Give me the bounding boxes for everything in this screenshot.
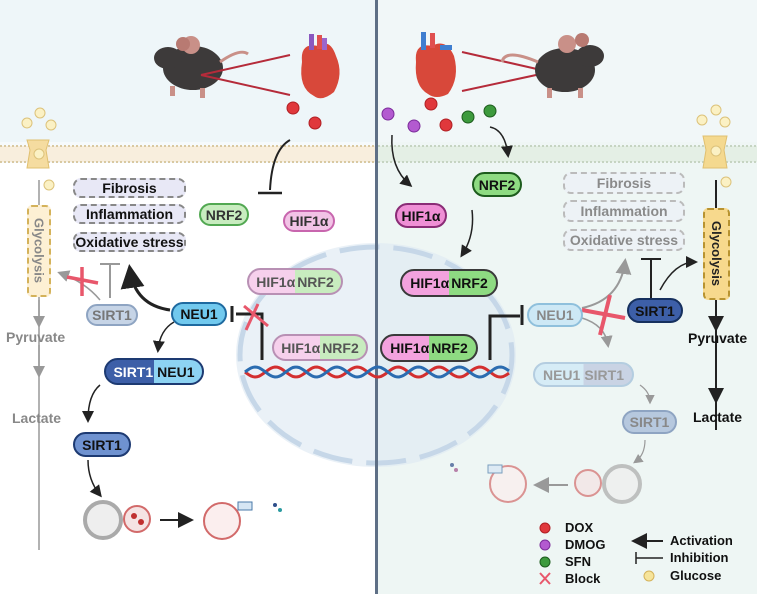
legend-inhibition-label: Inhibition bbox=[670, 550, 729, 565]
complex-sirt1: SIRT1 bbox=[584, 366, 625, 383]
complex-nrf2: NRF2 bbox=[322, 339, 359, 356]
legend-glucose-label: Glucose bbox=[670, 568, 722, 583]
neu1-protein-faded: NEU1 bbox=[527, 303, 583, 327]
nrf2-protein: NRF2 bbox=[472, 172, 522, 197]
neu1-protein: NEU1 bbox=[171, 302, 227, 326]
legend-sfn-label: SFN bbox=[565, 554, 591, 569]
heart-icon bbox=[415, 32, 456, 97]
outcome-oxidative-stress: Oxidative stress bbox=[73, 232, 186, 252]
sirt1-to-autophagy-arrow bbox=[87, 459, 102, 498]
legend-block-label: Block bbox=[565, 571, 601, 586]
outcome-inflammation: Inflammation bbox=[73, 204, 186, 224]
complex-hif1a: HIF1α bbox=[256, 273, 296, 290]
sirt1-protein: SIRT1 bbox=[627, 298, 683, 323]
legend-activation-label: Activation bbox=[670, 533, 733, 548]
membrane-right bbox=[378, 146, 757, 162]
glucose-transporter-left bbox=[21, 107, 57, 191]
block-cross-icon bbox=[581, 294, 626, 336]
pyruvate-label: Pyruvate bbox=[688, 330, 748, 346]
lactate-label: Lactate bbox=[693, 409, 743, 425]
nrf2-inhibition-left bbox=[236, 312, 264, 360]
complex-hif1a: HIF1α bbox=[410, 275, 450, 291]
glucose-transporter-right bbox=[696, 104, 732, 188]
sirt1-protein-faded: SIRT1 bbox=[622, 410, 677, 434]
complex-to-sirt1-arrow bbox=[639, 384, 655, 405]
complex-hif1a: HIF1α bbox=[281, 339, 321, 356]
hif1a-protein: HIF1α bbox=[283, 210, 335, 232]
hif1a-protein: HIF1α bbox=[395, 203, 447, 228]
to-complex-arrow bbox=[460, 209, 474, 258]
sirt1-to-glycolysis-arrow bbox=[659, 256, 698, 291]
legend-dox-icon bbox=[539, 522, 551, 534]
complex-nrf2: NRF2 bbox=[297, 273, 334, 290]
autolysosome bbox=[203, 501, 282, 540]
sirt1-protein-faded: SIRT1 bbox=[86, 304, 138, 326]
neu1-to-complex-arrow bbox=[152, 321, 175, 353]
complex-neu1: NEU1 bbox=[157, 363, 195, 380]
autolysosome bbox=[450, 463, 527, 503]
sirt1-protein: SIRT1 bbox=[73, 432, 131, 457]
lactate-label: Lactate bbox=[12, 410, 62, 426]
neu1-to-stress-arrow bbox=[581, 258, 632, 309]
complex-nrf2: NRF2 bbox=[451, 275, 488, 291]
glycolysis-label: Glycolysis bbox=[703, 208, 730, 300]
complex-neu1: NEU1 bbox=[542, 366, 581, 383]
pointer-line bbox=[200, 74, 291, 96]
pointer-line bbox=[200, 54, 291, 76]
autophagosome-lysosome-fusion bbox=[574, 464, 642, 504]
glycolysis-label: Glycolysis bbox=[27, 205, 51, 297]
dna-helix bbox=[244, 365, 510, 379]
autophagosome-lysosome-fusion bbox=[83, 500, 151, 540]
heart-icon bbox=[301, 34, 340, 99]
outcome-oxidative-stress: Oxidative stress bbox=[563, 229, 685, 251]
membrane-left bbox=[0, 146, 376, 162]
legend-dmog-label: DMOG bbox=[565, 537, 606, 552]
legend-dmog-icon bbox=[539, 539, 551, 551]
complex-hif1a: HIF1α bbox=[390, 340, 430, 356]
nrf2-protein: NRF2 bbox=[199, 203, 249, 226]
block-cross-icon bbox=[66, 267, 99, 296]
outcome-fibrosis: Fibrosis bbox=[73, 178, 186, 198]
complex-nrf2: NRF2 bbox=[431, 340, 468, 356]
sfn-molecules bbox=[461, 104, 497, 124]
sirt1-to-autophagy-arrow bbox=[633, 439, 646, 464]
legend-sfn-icon bbox=[539, 556, 551, 568]
complex-to-sirt1-arrow bbox=[82, 384, 101, 423]
dox-molecules bbox=[286, 97, 453, 132]
inhibition-arrow bbox=[269, 139, 291, 191]
sfn-to-nrf2-arrow bbox=[489, 126, 513, 158]
legend-inhibition-icon bbox=[635, 552, 663, 564]
mouse-icon bbox=[154, 36, 249, 98]
block-cross-icon bbox=[243, 303, 269, 331]
legend-dox-label: DOX bbox=[565, 520, 594, 535]
nrf2-inhibition-right bbox=[488, 314, 520, 360]
legend-block-icon bbox=[539, 572, 551, 585]
mouse-icon bbox=[500, 33, 604, 98]
outcome-fibrosis: Fibrosis bbox=[563, 172, 685, 194]
panel-divider bbox=[375, 0, 378, 594]
dmog-to-hif1a-arrow bbox=[391, 134, 413, 187]
outcome-inflammation: Inflammation bbox=[563, 200, 685, 222]
legend-glucose-icon bbox=[643, 570, 655, 582]
pyruvate-label: Pyruvate bbox=[6, 329, 66, 345]
neu1-to-stress-arrow bbox=[120, 264, 171, 312]
dmog-molecules bbox=[381, 107, 421, 133]
pointer-line bbox=[461, 71, 551, 92]
complex-sirt1: SIRT1 bbox=[113, 363, 154, 380]
